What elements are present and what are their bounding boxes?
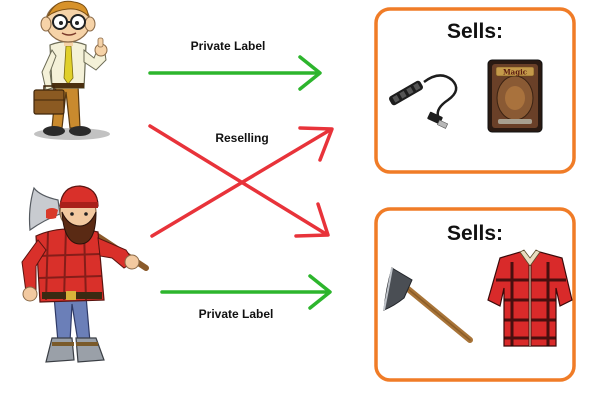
usb-hub-icon bbox=[389, 74, 458, 129]
top-products-box: Sells: Magic bbox=[374, 7, 576, 174]
reselling-arrow-up bbox=[150, 126, 334, 238]
card-logo-text: Magic bbox=[503, 68, 527, 77]
nerd-businessman-figure bbox=[33, 0, 110, 140]
lumberjack-figure bbox=[21, 185, 149, 363]
plaid-shirt-icon bbox=[487, 249, 573, 347]
trading-card-icon: Magic bbox=[487, 59, 543, 133]
private-label-bottom-label: Private Label bbox=[199, 307, 274, 321]
top-box-title: Sells: bbox=[447, 20, 503, 43]
reselling-label: Reselling bbox=[215, 131, 268, 145]
reselling-arrow-down bbox=[148, 124, 330, 238]
private-label-arrow-top bbox=[148, 55, 322, 91]
private-label-top-label: Private Label bbox=[191, 39, 266, 53]
bottom-box-title: Sells: bbox=[447, 222, 503, 245]
private-label-arrow-bottom bbox=[160, 274, 332, 310]
axe-icon bbox=[383, 267, 473, 343]
bottom-products-box: Sells: bbox=[374, 207, 576, 382]
